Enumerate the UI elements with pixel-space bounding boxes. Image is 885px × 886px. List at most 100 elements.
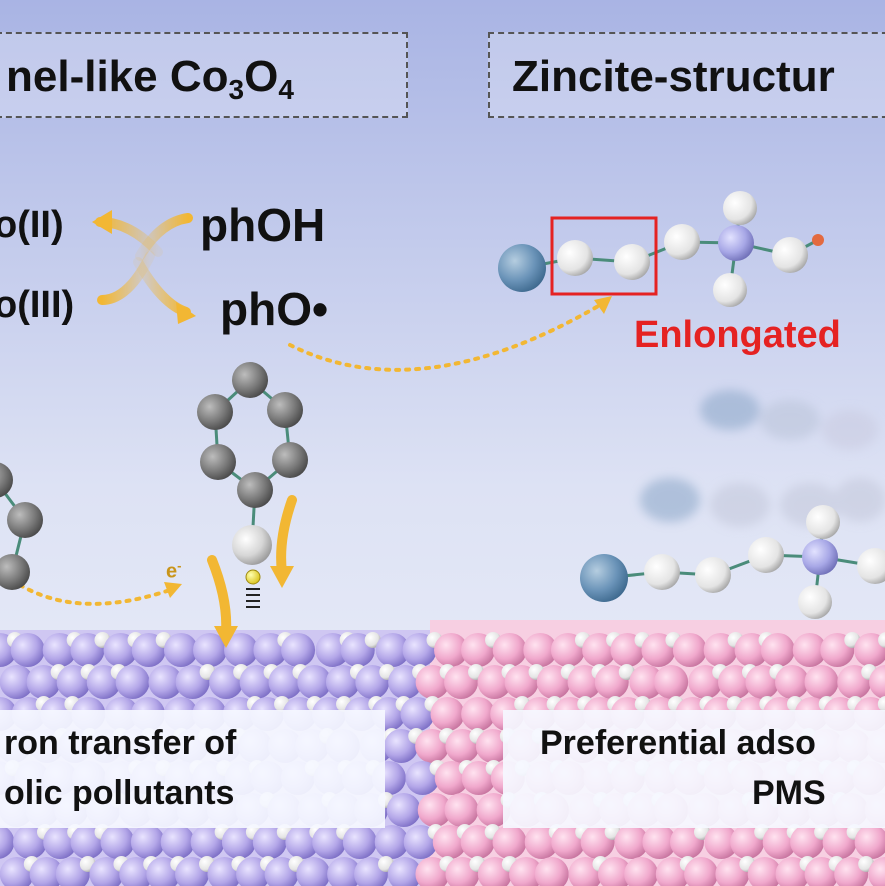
molecules <box>0 191 885 619</box>
zno-surface-atom <box>704 825 739 859</box>
co3o4-surface-atom <box>224 633 259 667</box>
co3o4-surface-atom <box>192 633 227 667</box>
co3o4-surface-atom <box>387 857 422 886</box>
co3o4-surface-atom <box>327 857 362 886</box>
zno-surface-atom <box>624 857 659 886</box>
zno-surface-atom <box>654 665 689 699</box>
bottom-box-right <box>503 710 885 828</box>
sulfur-atom <box>718 225 754 261</box>
oxygen-atom <box>644 554 680 590</box>
carbon-atom <box>232 362 268 398</box>
title-right: Zincite-structur <box>512 52 835 101</box>
zno-surface-atom <box>854 633 885 667</box>
co3o4-surface-atom <box>160 825 195 859</box>
hydrogen-atom <box>812 234 824 246</box>
down-arrowhead-right <box>270 566 294 588</box>
dotted-arrow-electron <box>18 583 172 606</box>
zno-surface-atom <box>869 665 885 699</box>
zno-surface-atom <box>523 633 558 667</box>
dotted-arrowhead-electron <box>164 582 182 598</box>
oxygen-atom <box>232 525 272 565</box>
title-box-left <box>0 32 408 118</box>
zno-surface-atom <box>614 825 649 859</box>
bottom-box-left <box>0 710 385 828</box>
zno-surface-atom <box>775 665 810 699</box>
carbon-atom <box>267 392 303 428</box>
blurred-molecules <box>640 390 885 527</box>
electron-dot <box>245 569 261 585</box>
oxygen-surface-atom <box>877 696 885 712</box>
oxygen-surface-atom <box>364 632 381 648</box>
title-left: nel-like Co3O4 <box>6 52 294 105</box>
label-co2: o(II) <box>0 204 64 246</box>
carbon-atom <box>0 462 13 498</box>
co3o4-surface-atom <box>100 825 135 859</box>
oxygen-atom <box>798 585 832 619</box>
cobalt-atom <box>580 554 628 602</box>
carbon-atom <box>0 554 30 590</box>
carbon-atom <box>7 502 43 538</box>
cycle-arrow-lower-left <box>97 251 155 305</box>
label-phoh: phOH <box>200 199 326 251</box>
zno-surface-atom <box>430 697 465 731</box>
cycle-arrowhead-upper-left <box>92 210 112 234</box>
co3o4-surface-atom <box>296 857 331 886</box>
dotted-arrowhead-radical <box>594 296 612 314</box>
sulfur-atom <box>802 539 838 575</box>
zno-surface-atom <box>804 665 839 699</box>
zno-surface-atom <box>492 825 527 859</box>
co3o4-surface-atom <box>10 633 45 667</box>
hydrogen-bond-lines <box>246 588 260 608</box>
zno-surface-atom <box>792 633 827 667</box>
cobalt-atom <box>498 244 546 292</box>
co3o4-surface-atom <box>163 633 198 667</box>
zno-surface-atom <box>747 857 782 886</box>
zno-surface-atom <box>672 633 707 667</box>
label-pho-radical: phO• <box>220 283 329 335</box>
zno-surface-atom <box>534 857 569 886</box>
oxygen-atom <box>695 557 731 593</box>
cycle-arrow-upper-right <box>135 213 193 261</box>
carbon-atom <box>197 394 233 430</box>
oxygen-atom <box>748 537 784 573</box>
zno-surface-atom <box>434 633 469 667</box>
elongated-bond-box <box>550 216 658 296</box>
co3o4-surface-atom <box>0 825 15 859</box>
zno-surface-atom <box>868 857 885 886</box>
label-electron: e- <box>166 558 182 583</box>
co3o4-surface-atom <box>342 825 377 859</box>
co3o4-surface-atom <box>148 665 183 699</box>
co3o4-surface-atom <box>130 825 165 859</box>
co3o4-surface-atom <box>0 665 34 699</box>
co3o4-surface-atom <box>375 633 410 667</box>
co3o4-surface-atom <box>374 825 409 859</box>
oxygen-atom <box>723 191 757 225</box>
oxygen-surface-atom <box>878 632 885 648</box>
co3o4-surface-atom <box>115 665 150 699</box>
oxygen-atom <box>772 237 808 273</box>
zno-surface-atom <box>760 633 795 667</box>
carbon-atom <box>272 442 308 478</box>
zno-surface-atom <box>597 857 632 886</box>
zno-surface-atom <box>629 665 664 699</box>
zno-surface-atom <box>444 793 479 827</box>
zno-surface-atom <box>492 633 527 667</box>
oxygen-atom <box>713 273 747 307</box>
down-arrowhead-left <box>214 626 238 648</box>
zno-surface-atom <box>684 857 719 886</box>
bottom-left-line2: olic pollutants <box>4 774 235 812</box>
dotted-arrow-radical <box>288 303 602 372</box>
zno-surface-atom <box>461 697 496 731</box>
bottom-right-line2: PMS <box>752 774 826 812</box>
zno-surface-atom <box>642 825 677 859</box>
cycle-arrowhead-lower-right <box>176 302 196 324</box>
zno-surface-atom <box>509 857 544 886</box>
down-arrow-left <box>207 555 232 637</box>
oxygen-atom <box>614 244 650 280</box>
co3o4-surface-atom <box>29 857 64 886</box>
oxygen-atom <box>806 505 840 539</box>
oxygen-atom <box>664 224 700 260</box>
co3o4-surface-atom <box>281 633 316 667</box>
carbon-atom <box>237 472 273 508</box>
bottom-left-line1: ron transfer of <box>4 724 237 762</box>
